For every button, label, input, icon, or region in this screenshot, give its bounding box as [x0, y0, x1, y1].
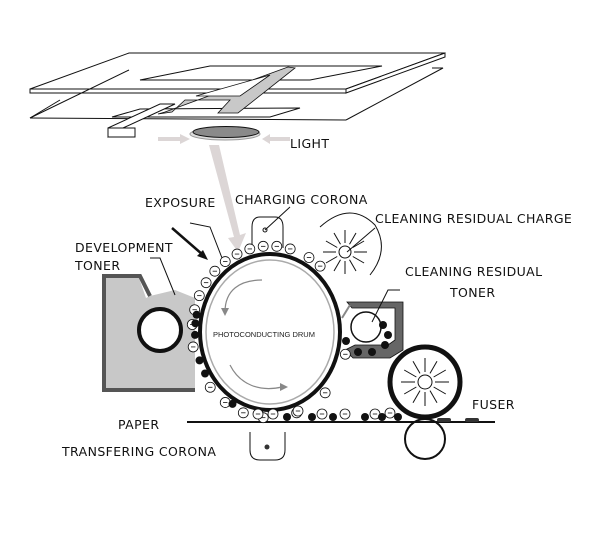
- toner-particle: [191, 319, 200, 328]
- development-unit: [102, 274, 195, 392]
- negative-charge-particle: [209, 265, 221, 277]
- toner-particle: [308, 413, 316, 421]
- toner-particle: [342, 337, 350, 345]
- negative-charge-particle: [339, 408, 351, 420]
- lamp-reflector: [319, 212, 382, 276]
- negative-charge-particle: [257, 240, 269, 252]
- exposure-arrow-icon: [171, 227, 204, 256]
- negative-charge-particle: [231, 248, 243, 260]
- toner-particle: [381, 341, 389, 349]
- label-charging-corona: CHARGING CORONA: [235, 192, 368, 207]
- toner-particle: [394, 413, 402, 421]
- fused-toner: [437, 418, 479, 422]
- toner-particle: [379, 321, 387, 329]
- toner-particle: [228, 399, 237, 408]
- toner-particle: [191, 330, 200, 339]
- label-transfering-corona: TRANSFERING CORONA: [61, 444, 216, 459]
- toner-particle: [361, 413, 369, 421]
- toner-particles: [186, 240, 402, 424]
- toner-particle: [368, 348, 376, 356]
- negative-charge-particle: [339, 348, 351, 360]
- label-toner: TONER: [74, 258, 120, 273]
- light-arrows: [158, 134, 290, 252]
- negative-charge-particle: [267, 408, 279, 420]
- charging-corona: [251, 206, 291, 248]
- document-glass: [29, 52, 446, 121]
- transfer-corona: [249, 432, 286, 461]
- toner-particle: [192, 310, 201, 319]
- toner-particle: [384, 331, 392, 339]
- negative-charge-particle: [187, 341, 199, 353]
- toner-particle: [329, 413, 337, 421]
- negative-charge-particle: [252, 408, 264, 420]
- negative-charge-particle: [237, 407, 249, 419]
- label-cleaning-residual-toner: CLEANING RESIDUAL: [405, 264, 542, 279]
- label-exposure: EXPOSURE: [145, 195, 216, 210]
- negative-charge-particle: [219, 397, 231, 408]
- fuser: [387, 344, 463, 460]
- lens-icon: [189, 126, 261, 141]
- label-drum: PHOTOCONDUCTING DRUM: [213, 330, 315, 339]
- exposure-leader: [189, 222, 223, 259]
- label-fuser: FUSER: [472, 397, 515, 412]
- toner-particle: [354, 348, 362, 356]
- negative-charge-particle: [193, 290, 205, 302]
- negative-charge-particle: [316, 408, 328, 420]
- light-bar: [107, 103, 176, 138]
- negative-charge-particle: [384, 407, 396, 419]
- label-development: DEVELOPMENT: [75, 240, 173, 255]
- label-cleaning-toner-2: TONER: [449, 285, 495, 300]
- negative-charge-particle: [319, 387, 331, 399]
- toner-particle: [378, 413, 386, 421]
- toner-particle: [201, 369, 210, 378]
- negative-charge-particle: [271, 240, 283, 252]
- cleaning-toner-unit: [341, 289, 404, 359]
- negative-charge-particle: [284, 243, 296, 255]
- label-cleaning-residual-charge: CLEANING RESIDUAL CHARGE: [375, 211, 572, 226]
- negative-charge-particle: [204, 381, 216, 393]
- negative-charge-particle: [244, 243, 256, 255]
- negative-charge-particle: [303, 252, 315, 263]
- label-paper: PAPER: [118, 417, 159, 432]
- letter-a-original: A: [157, 66, 296, 115]
- toner-particle: [283, 413, 291, 421]
- label-light: LIGHT: [290, 136, 329, 151]
- negative-charge-particle: [314, 260, 326, 272]
- negative-charge-particle: [200, 277, 212, 289]
- cleaning-charge-lamp: [323, 230, 367, 274]
- toner-particle: [195, 356, 204, 365]
- negative-charge-particle: [292, 405, 304, 417]
- negative-charge-particle: [219, 256, 231, 267]
